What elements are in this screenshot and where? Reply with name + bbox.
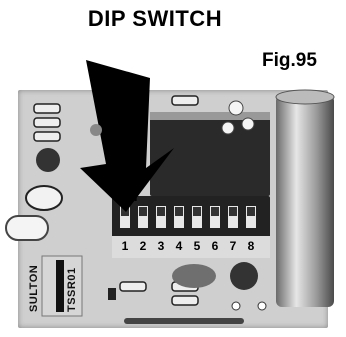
ic-chip (150, 118, 270, 196)
switch-number: 5 (193, 239, 201, 253)
switch-number: 3 (157, 239, 165, 253)
switch-number: 7 (229, 239, 237, 253)
switch-number: 2 (139, 239, 147, 253)
arrow-down-icon (80, 60, 174, 212)
figure-label: Fig.95 (262, 50, 317, 71)
switch-number: 4 (175, 239, 183, 253)
dip-switch-toggles (120, 206, 256, 228)
switch-number: 8 (247, 239, 255, 253)
ceramic-capacitor (172, 264, 216, 288)
switch-number: 6 (211, 239, 219, 253)
board-maker-label: SULTON (28, 264, 40, 312)
switch-number: 1 (121, 239, 129, 253)
battery (276, 95, 334, 307)
electrolytic-capacitor (25, 185, 63, 211)
board-model-label: TSSR01 (66, 267, 78, 312)
dip-on-label: ON (121, 192, 138, 204)
capacitor (36, 148, 60, 172)
page-title: DIP SWITCH (87, 6, 223, 31)
transistor (230, 262, 258, 290)
led (5, 215, 49, 241)
diode (124, 318, 244, 324)
